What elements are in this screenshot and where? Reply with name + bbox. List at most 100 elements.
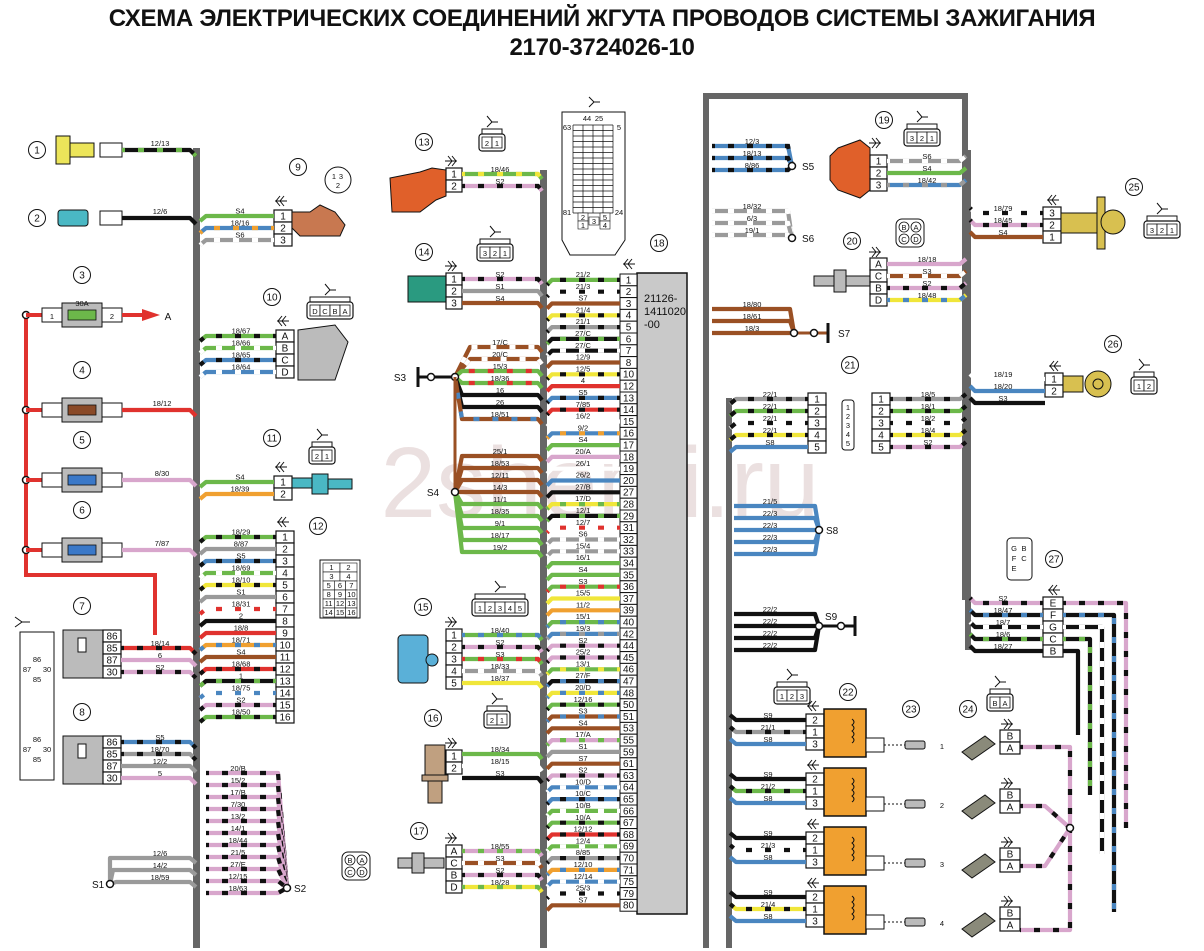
ecu-wire-label: S4	[578, 435, 587, 444]
label: 21/4	[761, 900, 776, 909]
female-connector-icon	[275, 461, 287, 473]
component-number-15: 15	[414, 598, 432, 616]
label: 7/87	[155, 539, 170, 548]
ecu-wire-label: 17/A	[575, 730, 590, 739]
label: 15/3	[493, 362, 508, 371]
plug-pin-label: 1	[1137, 382, 1141, 391]
pin-label: 86	[106, 738, 118, 749]
label: S9	[763, 888, 772, 897]
ecu-pin-number: 80	[623, 901, 635, 912]
terminal-fork-icon	[786, 668, 798, 681]
ecu-pin-number: 71	[623, 865, 635, 876]
fuse-terminal	[41, 472, 63, 488]
label: S1	[495, 282, 504, 291]
ground-node	[809, 328, 819, 338]
injector-body	[961, 912, 996, 938]
title-line-1: СХЕМА ЭЛЕКТРИЧЕСКИХ СОЕДИНЕНИЙ ЖГУТА ПРО…	[108, 5, 1096, 32]
sensor-hex	[833, 269, 847, 293]
plug-pin-label: B	[332, 307, 337, 316]
plug-latch	[906, 123, 938, 130]
ecu-pin-number: 13	[623, 393, 635, 404]
wire	[122, 477, 198, 488]
ecu-wire	[545, 797, 620, 806]
plug-pin-label: 4	[508, 604, 512, 613]
wire-stripe	[890, 404, 968, 414]
ecu-wire	[545, 643, 620, 653]
wire-stripe	[728, 432, 808, 442]
component-number: 25	[1128, 183, 1140, 194]
pin-label: 3	[812, 858, 818, 869]
ecu-body	[636, 272, 688, 915]
spark-plug-icon	[904, 799, 926, 809]
male-connector-icon	[445, 832, 457, 844]
ecu-wire-label: 12/12	[574, 825, 593, 834]
label: 18/19	[994, 370, 1013, 379]
component-number: 20	[846, 237, 858, 248]
ground-node	[426, 372, 436, 382]
power-feed-wire	[24, 315, 157, 635]
harness-trunk-left	[193, 148, 200, 948]
component-number-2: 2	[28, 209, 46, 227]
label: 12/6	[153, 849, 168, 858]
injector-return-wire	[1020, 826, 1072, 869]
plug-pin-label: A	[359, 856, 364, 865]
label: S1	[236, 588, 245, 597]
plug-latch	[776, 681, 808, 688]
label: S4	[998, 228, 1007, 237]
fuel-injector-1: BA	[961, 718, 1021, 761]
wire-stripe	[890, 416, 968, 426]
component-number: 5	[79, 436, 85, 447]
pin-label: B	[1007, 732, 1014, 743]
ecu-wire-label: S2	[578, 636, 587, 645]
wire-stripe	[198, 558, 276, 568]
label: 8/30	[155, 469, 170, 478]
plug-pin-label: 2	[1147, 382, 1151, 391]
ecu-wire	[545, 785, 620, 794]
ecu-pin-number: 33	[623, 547, 635, 558]
wire-stripe	[1063, 600, 1129, 828]
plug-pin-label: 63	[563, 123, 571, 132]
ecu-wire-label: 12/5	[576, 364, 591, 373]
pin-label: 2	[812, 775, 818, 786]
ecu-pin-number: 45	[623, 653, 635, 664]
wire	[968, 218, 1043, 228]
ecu-pin-number: 44	[623, 641, 635, 652]
female-connector-icon	[807, 700, 819, 712]
ecu-pin-number: 12	[623, 382, 635, 393]
label: 18/34	[491, 745, 510, 754]
label: 18/36	[491, 374, 510, 383]
wire-stripe	[890, 440, 968, 450]
label: 18/44	[229, 836, 248, 845]
label: S3	[495, 854, 504, 863]
pin-label: 5	[282, 581, 288, 592]
plug-latch	[309, 296, 351, 303]
pin-cell	[999, 918, 1021, 932]
connector-pins: 213	[805, 713, 825, 751]
plug-pin-label: A	[342, 307, 347, 316]
label: 15/2	[231, 776, 246, 785]
label: 27/E	[230, 860, 245, 869]
plug-pin-label: B	[347, 856, 352, 865]
wire	[198, 654, 276, 664]
plug-pin-label: 5	[327, 581, 331, 590]
label: 25/1	[493, 447, 508, 456]
wire	[462, 300, 544, 310]
component-number: 22	[842, 688, 854, 699]
coil-winding-icon	[851, 718, 855, 744]
label: 17/B	[230, 788, 245, 797]
ecu-pin-number: 35	[623, 570, 635, 581]
wire-stripe	[198, 690, 276, 700]
label: 20/C	[492, 350, 508, 359]
wire-stripe	[1063, 636, 1093, 795]
plug-pin-label: 1	[495, 139, 499, 148]
label: 22/2	[763, 605, 778, 614]
component-number: 24	[962, 705, 974, 716]
plug-latch	[1133, 371, 1155, 378]
ecu-wire	[545, 820, 620, 830]
label: S2	[495, 270, 504, 279]
